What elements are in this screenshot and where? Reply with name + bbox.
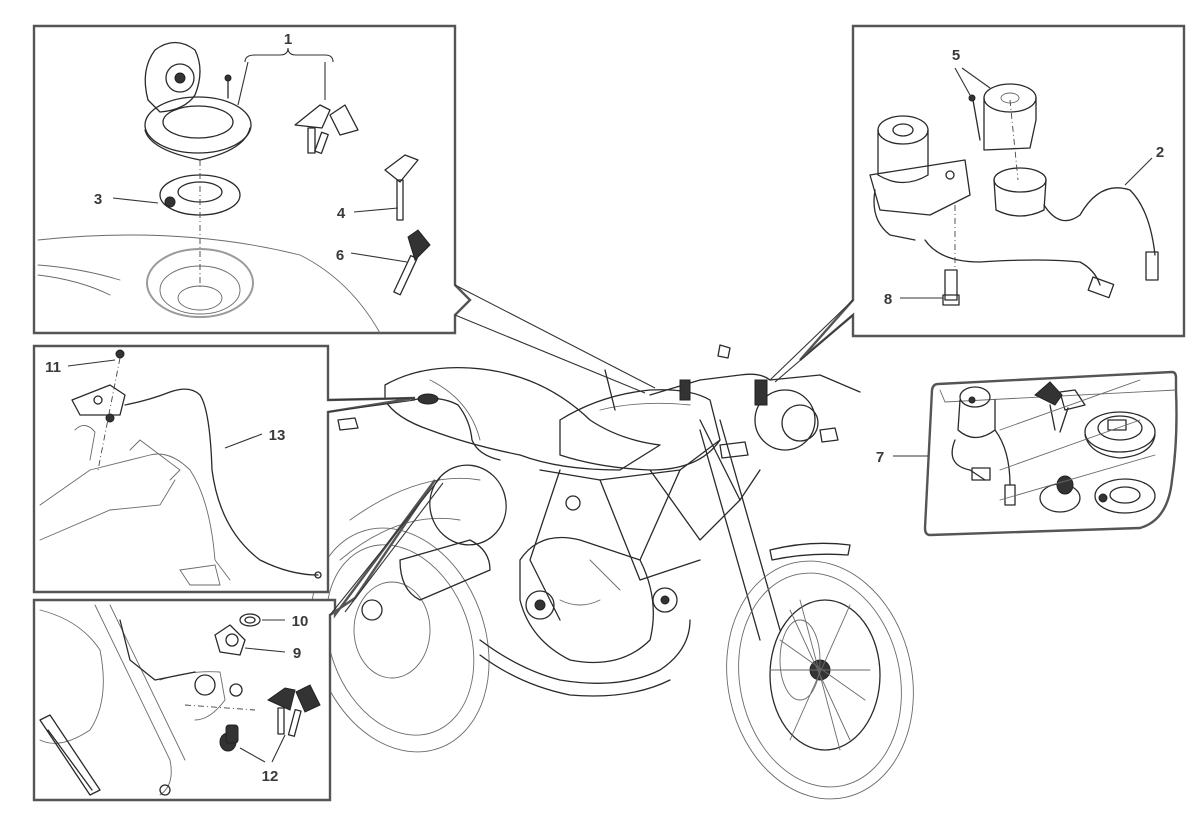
ignition-switch-panel: 5 2 8 [769,24,1186,383]
steering-keys-part [266,684,321,737]
callout-9[interactable]: 9 [293,645,301,662]
nut-part [239,613,261,627]
exhaust [399,539,691,697]
handlebars [604,344,861,411]
key-part [384,154,419,221]
callout-2[interactable]: 2 [1156,144,1164,161]
seat-lock-panel: 11 13 [32,344,416,594]
rear-wheel [310,527,490,753]
front-wheel [726,560,914,800]
callout-6[interactable]: 6 [336,247,344,264]
lock-cylinder-part [219,724,239,752]
frame [529,419,761,621]
fuel-cap-panel: 1 3 4 6 [32,24,656,394]
washer-part [214,624,246,656]
engine [519,495,678,664]
callout-3[interactable]: 3 [94,191,102,208]
callout-7[interactable]: 7 [876,449,884,466]
callout-8[interactable]: 8 [884,291,892,308]
seat [384,366,661,471]
key-blank-part [393,229,431,296]
ignition-switch-part [869,83,1047,306]
callout-1[interactable]: 1 [284,31,292,48]
kit-keys-part [1034,381,1086,433]
callout-11[interactable]: 11 [45,359,61,376]
kit-gasket-part [1094,478,1156,514]
callout-4[interactable]: 4 [337,205,346,222]
kit-ignition-part [951,386,1016,506]
callout-10[interactable]: 10 [292,613,309,630]
seat-latch-part [71,349,126,471]
key-pair-part [294,104,359,155]
steering-lock-panel: 10 9 12 [32,477,444,802]
kit-fuel-cap-part [1084,411,1156,459]
callout-12[interactable]: 12 [262,768,279,785]
lock-kit-panel: 7 [876,370,1178,537]
headlight [719,389,839,459]
motorcycle-illustration [310,344,914,800]
callout-13[interactable]: 13 [269,427,286,444]
callout-5[interactable]: 5 [952,47,960,64]
kit-lock-cylinder-part [1039,475,1081,513]
